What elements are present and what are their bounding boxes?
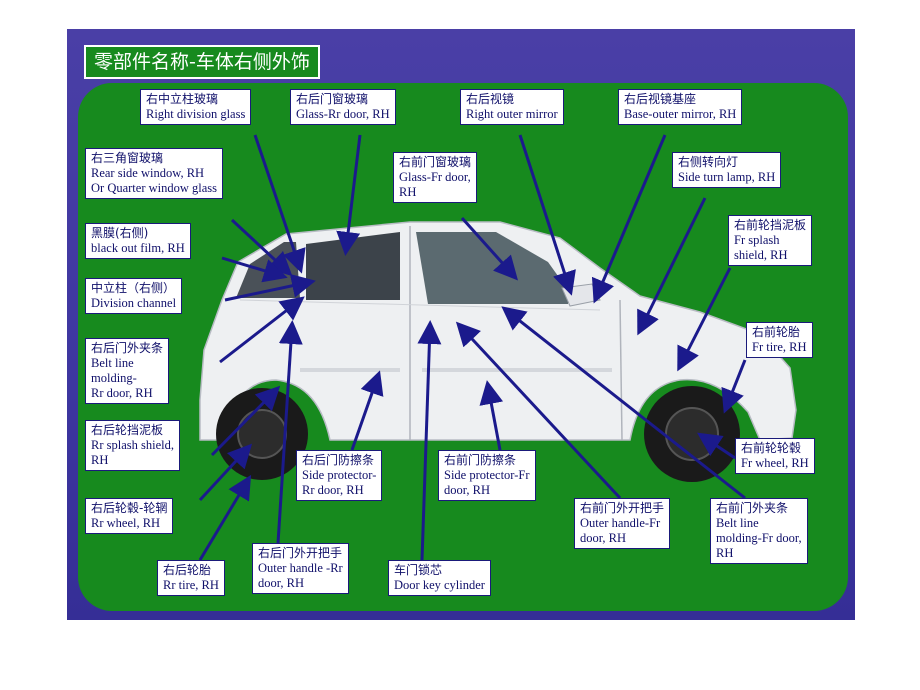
page-title: 零部件名称-车体右侧外饰 xyxy=(84,45,320,79)
label-black-out-film: 黑膜(右侧)black out film, RH xyxy=(85,223,191,259)
label-division-channel: 中立柱（右侧）Division channel xyxy=(85,278,183,314)
front-wheel xyxy=(665,407,719,461)
rear-wheel xyxy=(237,409,287,459)
rear-door-window xyxy=(306,232,400,300)
